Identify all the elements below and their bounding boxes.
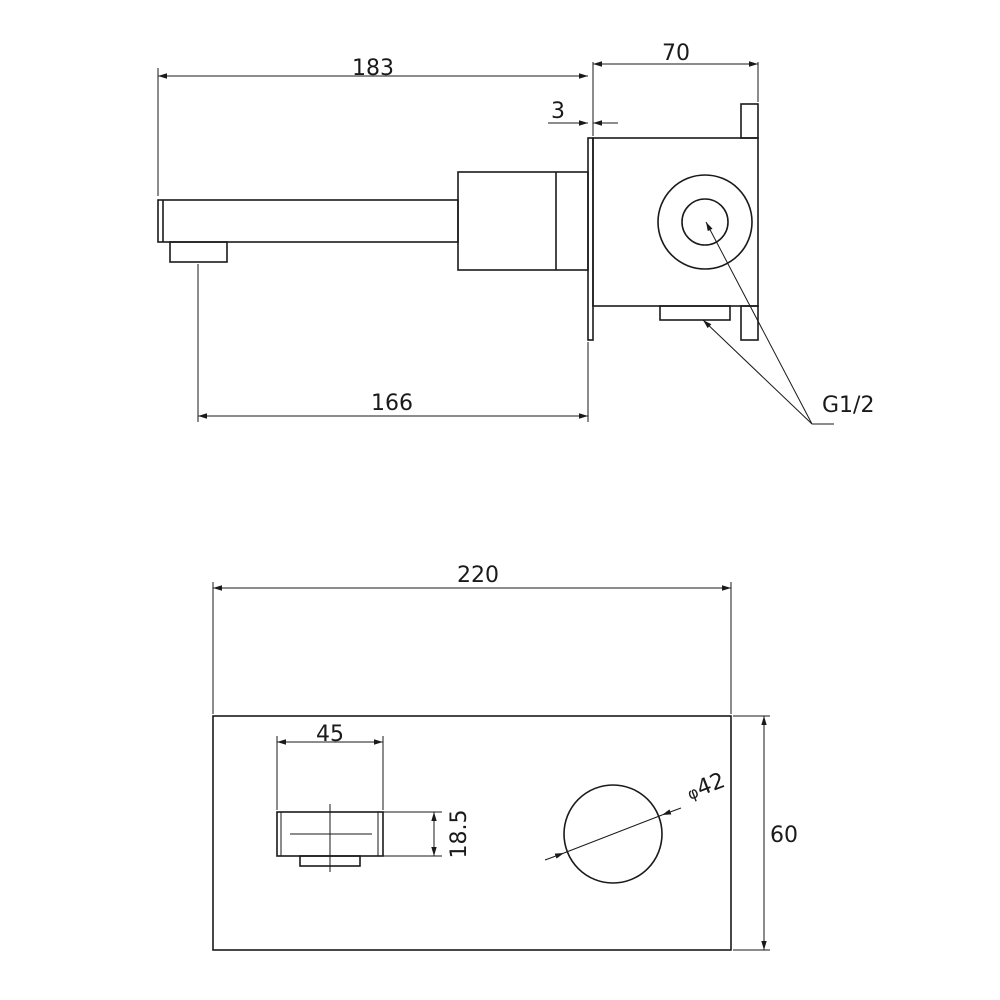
dim-outlet-to-wall: 166 [198, 391, 588, 419]
dim-body-depth-label: 70 [662, 41, 690, 66]
front-extension-lines [212, 582, 770, 951]
aerator-outlet [169, 241, 228, 263]
spout [157, 199, 459, 263]
front-handle [563, 784, 663, 884]
front-view: 220 45 18.5 60 φ 42 [212, 563, 798, 951]
dim-body-depth: 70 [593, 41, 758, 67]
connection-callout: G1/2 [702, 221, 874, 425]
spout-collar [457, 171, 589, 271]
dim-handle-diameter: φ 42 [544, 768, 729, 861]
connection-label: G1/2 [822, 393, 874, 418]
dim-plate-height-label: 60 [770, 823, 798, 848]
dim-plate-thickness-label: 3 [551, 99, 565, 124]
dim-plate-width: 220 [213, 563, 731, 591]
dim-spout-length-label: 183 [352, 56, 394, 81]
side-view: 183 70 3 166 G1/2 [157, 41, 874, 425]
bottom-inlet [659, 305, 731, 321]
dim-spout-height-label: 18.5 [447, 810, 472, 859]
dim-spout-length: 183 [158, 56, 588, 81]
valve-body [592, 103, 759, 341]
dim-spout-height: 18.5 [431, 810, 472, 859]
dim-plate-height: 60 [761, 716, 798, 950]
dim-outlet-to-wall-label: 166 [371, 391, 413, 416]
front-spout [276, 804, 384, 872]
dim-plate-thickness: 3 [548, 99, 618, 126]
dim-spout-width-label: 45 [316, 722, 344, 747]
dim-plate-width-label: 220 [457, 563, 499, 588]
front-wall-plate [212, 715, 732, 951]
dim-spout-width: 45 [277, 722, 383, 747]
